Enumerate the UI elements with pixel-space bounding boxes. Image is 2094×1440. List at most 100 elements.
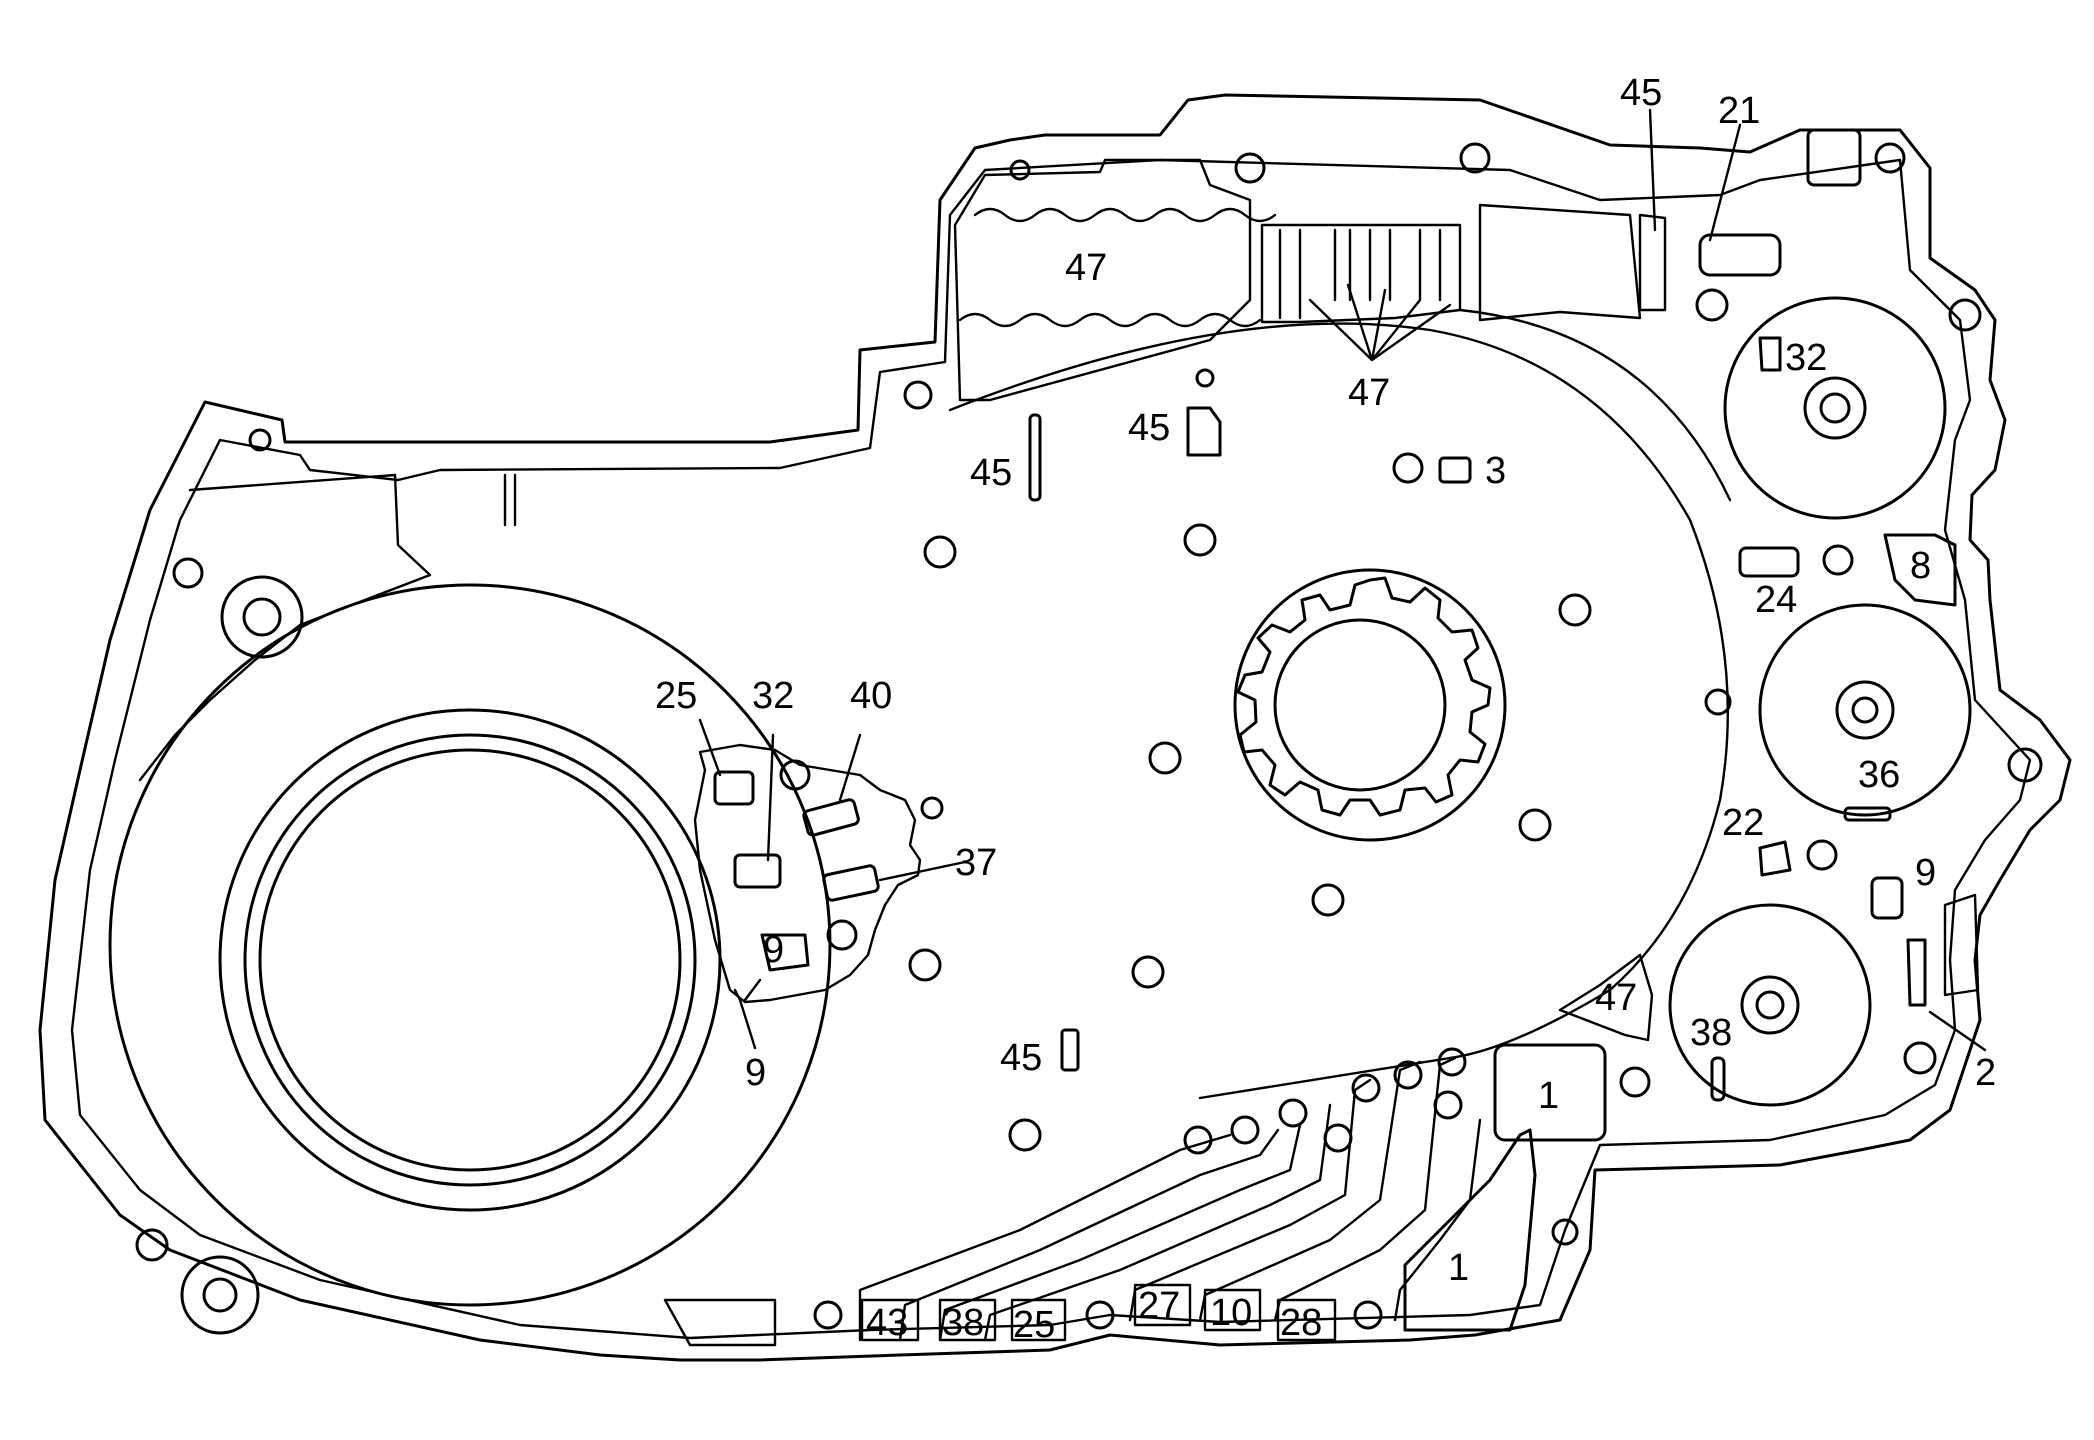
port-22 — [1758, 840, 1792, 877]
plate-hole-7 — [908, 948, 942, 982]
inner-sweep — [948, 322, 1729, 1100]
plate-hole-2 — [1183, 523, 1217, 557]
left-rib — [138, 473, 432, 782]
label-10: 10 — [1210, 1292, 1252, 1334]
label-25-bottom: 25 — [1013, 1304, 1055, 1346]
large-bore-ring3 — [258, 748, 682, 1172]
wavy-line-top — [973, 207, 1277, 223]
port-37 — [822, 864, 880, 902]
label-2: 2 — [1975, 1052, 1996, 1094]
port-2 — [1906, 938, 1927, 1007]
leader-45-top — [1648, 108, 1657, 232]
label-36: 36 — [1858, 754, 1900, 796]
plate-hole-8 — [1131, 955, 1165, 989]
bore-32-ring — [1803, 376, 1867, 440]
slot-45-vertical — [1028, 413, 1042, 502]
hole-right-upper — [1695, 288, 1729, 322]
leader-32-mid — [766, 733, 775, 862]
leader-21 — [1708, 123, 1742, 242]
bolt-left-lower — [202, 1277, 238, 1313]
right-pocket-2 — [1943, 893, 1980, 997]
label-28: 28 — [1280, 1302, 1322, 1344]
label-27: 27 — [1138, 1285, 1180, 1327]
hole-top-right — [1874, 142, 1906, 174]
label-1-box: 1 — [1538, 1075, 1559, 1117]
hole-near-3 — [1392, 452, 1424, 484]
callout-labels: 47 45 21 32 47 45 45 3 8 24 36 22 9 25 3… — [655, 72, 1996, 1346]
port-24 — [1738, 546, 1800, 578]
plate-hole-9 — [1008, 1118, 1042, 1152]
label-37: 37 — [955, 842, 997, 884]
leader-25-top — [698, 718, 722, 777]
passage-hole-1 — [1183, 1125, 1213, 1155]
port-25 — [713, 770, 755, 806]
boss-top-right-square — [1806, 128, 1862, 187]
large-bore-outer — [108, 583, 832, 1307]
hole-top-e — [1195, 368, 1215, 388]
label-9-right: 9 — [1915, 852, 1936, 894]
passage-hole-3 — [1278, 1098, 1308, 1128]
label-43: 43 — [866, 1302, 908, 1344]
label-22: 22 — [1722, 802, 1764, 844]
slot-45-low — [1060, 1028, 1080, 1072]
pocket-top-right — [1478, 203, 1642, 322]
bottom-hole-2 — [1085, 1300, 1115, 1330]
inner-sweep-2 — [1458, 308, 1732, 502]
label-1-low: 1 — [1448, 1247, 1469, 1289]
passage-25 — [983, 1103, 1332, 1342]
bore-32-right — [1723, 296, 1947, 520]
passage-hole-8 — [1433, 1090, 1463, 1120]
bore-36-ring — [1835, 680, 1895, 740]
leader-2 — [1928, 1010, 1987, 1052]
port-32 — [733, 853, 782, 889]
label-47-top: 47 — [1065, 247, 1107, 289]
label-45-b: 45 — [970, 452, 1012, 494]
leader-9-below — [733, 978, 762, 1050]
plate-hole-4 — [1148, 741, 1182, 775]
hole-left-lower — [135, 1228, 169, 1262]
pocket-47-top — [953, 158, 1252, 402]
label-45-a: 45 — [1128, 407, 1170, 449]
passage-38 — [938, 1123, 1302, 1342]
hole-near-24 — [1822, 544, 1854, 576]
passage-hole-6 — [1393, 1060, 1423, 1090]
label-21: 21 — [1718, 90, 1760, 132]
label-47-center: 47 — [1348, 372, 1390, 414]
passage-10 — [1198, 1060, 1422, 1322]
port-9-right — [1870, 876, 1904, 920]
hub-bore — [1273, 618, 1447, 792]
label-9-below: 9 — [745, 1052, 766, 1094]
hole-right-mid — [1704, 688, 1732, 716]
label-47-low: 47 — [1595, 977, 1637, 1019]
hole-top-a — [1009, 159, 1031, 181]
left-rib-2 — [503, 473, 517, 527]
hole-top-c — [1459, 142, 1491, 174]
passage-43 — [858, 1133, 1232, 1342]
case-outer-outline — [38, 93, 2072, 1362]
bore-36-center — [1851, 696, 1879, 724]
case-inner-rim — [70, 158, 2032, 1340]
label-24: 24 — [1755, 579, 1797, 621]
leader-37 — [878, 860, 967, 882]
bore-38-center — [1755, 990, 1785, 1020]
label-40: 40 — [850, 675, 892, 717]
label-38-right: 38 — [1690, 1012, 1732, 1054]
large-bore-ring2 — [243, 733, 697, 1187]
port-21 — [1698, 233, 1782, 277]
port-36-slot — [1843, 806, 1892, 822]
bore-38 — [1668, 903, 1872, 1107]
bottom-label-boxes — [860, 1283, 1337, 1342]
hole-left-top — [248, 428, 272, 452]
bottom-hole-3 — [1353, 1300, 1383, 1330]
label-38-bottom: 38 — [942, 1302, 984, 1344]
passage-hole-5 — [1351, 1073, 1381, 1103]
hole-near-22 — [1806, 839, 1838, 871]
label-9-box: 9 — [763, 929, 784, 971]
port-3 — [1438, 456, 1472, 484]
slot-45-notch — [1186, 406, 1222, 457]
plate-hole-6 — [1311, 883, 1345, 917]
label-45-low: 45 — [1000, 1037, 1042, 1079]
block-1-lower — [1403, 1128, 1537, 1332]
hole-right-low — [1903, 1041, 1937, 1075]
